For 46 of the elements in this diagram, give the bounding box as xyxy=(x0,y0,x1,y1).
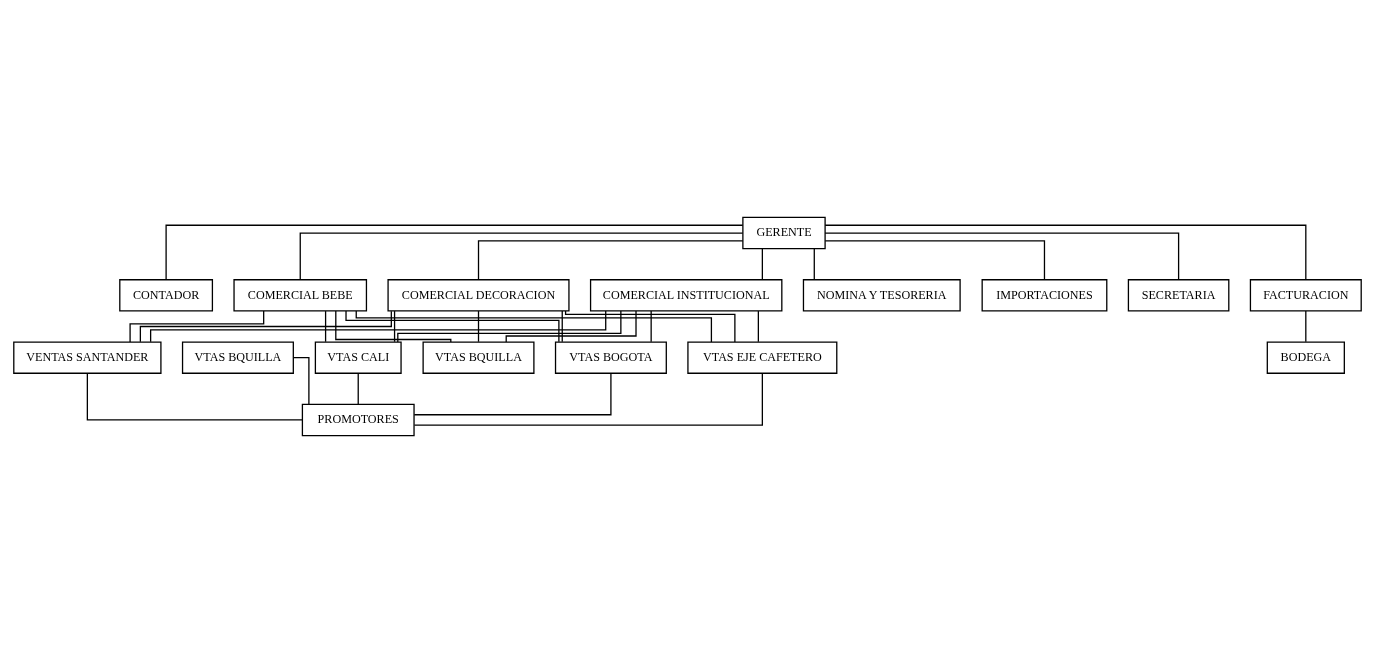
connector xyxy=(650,310,652,343)
node-box: VTAS EJE CAFETERO xyxy=(687,341,838,374)
connector xyxy=(1305,310,1307,343)
connector xyxy=(413,372,763,426)
connector xyxy=(413,372,612,416)
node-box: VTAS BQUILLA xyxy=(422,341,535,374)
connector xyxy=(299,232,744,281)
connector xyxy=(824,240,1046,281)
connector xyxy=(477,240,744,281)
connector xyxy=(397,310,622,343)
node-box: CONTADOR xyxy=(119,279,214,312)
node-box: VTAS CALI xyxy=(314,341,402,374)
node-box: VENTAS SANTANDER xyxy=(13,341,162,374)
connector xyxy=(357,372,359,405)
connector xyxy=(355,310,713,343)
node-box: PROMOTORES xyxy=(301,403,415,437)
connector xyxy=(335,310,452,343)
node-box: COMERCIAL BEBE xyxy=(233,279,368,312)
node-box: GERENTE xyxy=(742,216,826,250)
node-box: COMERCIAL DECORACION xyxy=(387,279,570,312)
connector xyxy=(345,310,560,343)
connector xyxy=(150,310,607,343)
connector xyxy=(761,248,763,281)
node-box: VTAS BQUILLA xyxy=(181,341,294,374)
connector xyxy=(564,310,736,343)
connector xyxy=(86,372,303,421)
connector xyxy=(757,310,759,343)
connector xyxy=(561,310,563,343)
node-box: IMPORTACIONES xyxy=(981,279,1108,312)
connector xyxy=(292,357,310,405)
connector xyxy=(165,224,744,281)
connector xyxy=(477,310,480,343)
connector xyxy=(139,310,392,343)
connector xyxy=(129,310,265,343)
connector xyxy=(393,310,396,343)
node-box: FACTURACION xyxy=(1249,279,1362,312)
node-box: SECRETARIA xyxy=(1127,279,1230,312)
node-box: VTAS BOGOTA xyxy=(554,341,667,374)
node-box: BODEGA xyxy=(1266,341,1345,374)
connector xyxy=(324,310,327,343)
node-box: NOMINA Y TESORERIA xyxy=(802,279,961,312)
connector xyxy=(824,232,1180,281)
connector xyxy=(505,310,637,343)
connector xyxy=(813,248,815,281)
node-box: COMERCIAL INSTITUCIONAL xyxy=(589,279,783,312)
connector xyxy=(824,224,1307,281)
